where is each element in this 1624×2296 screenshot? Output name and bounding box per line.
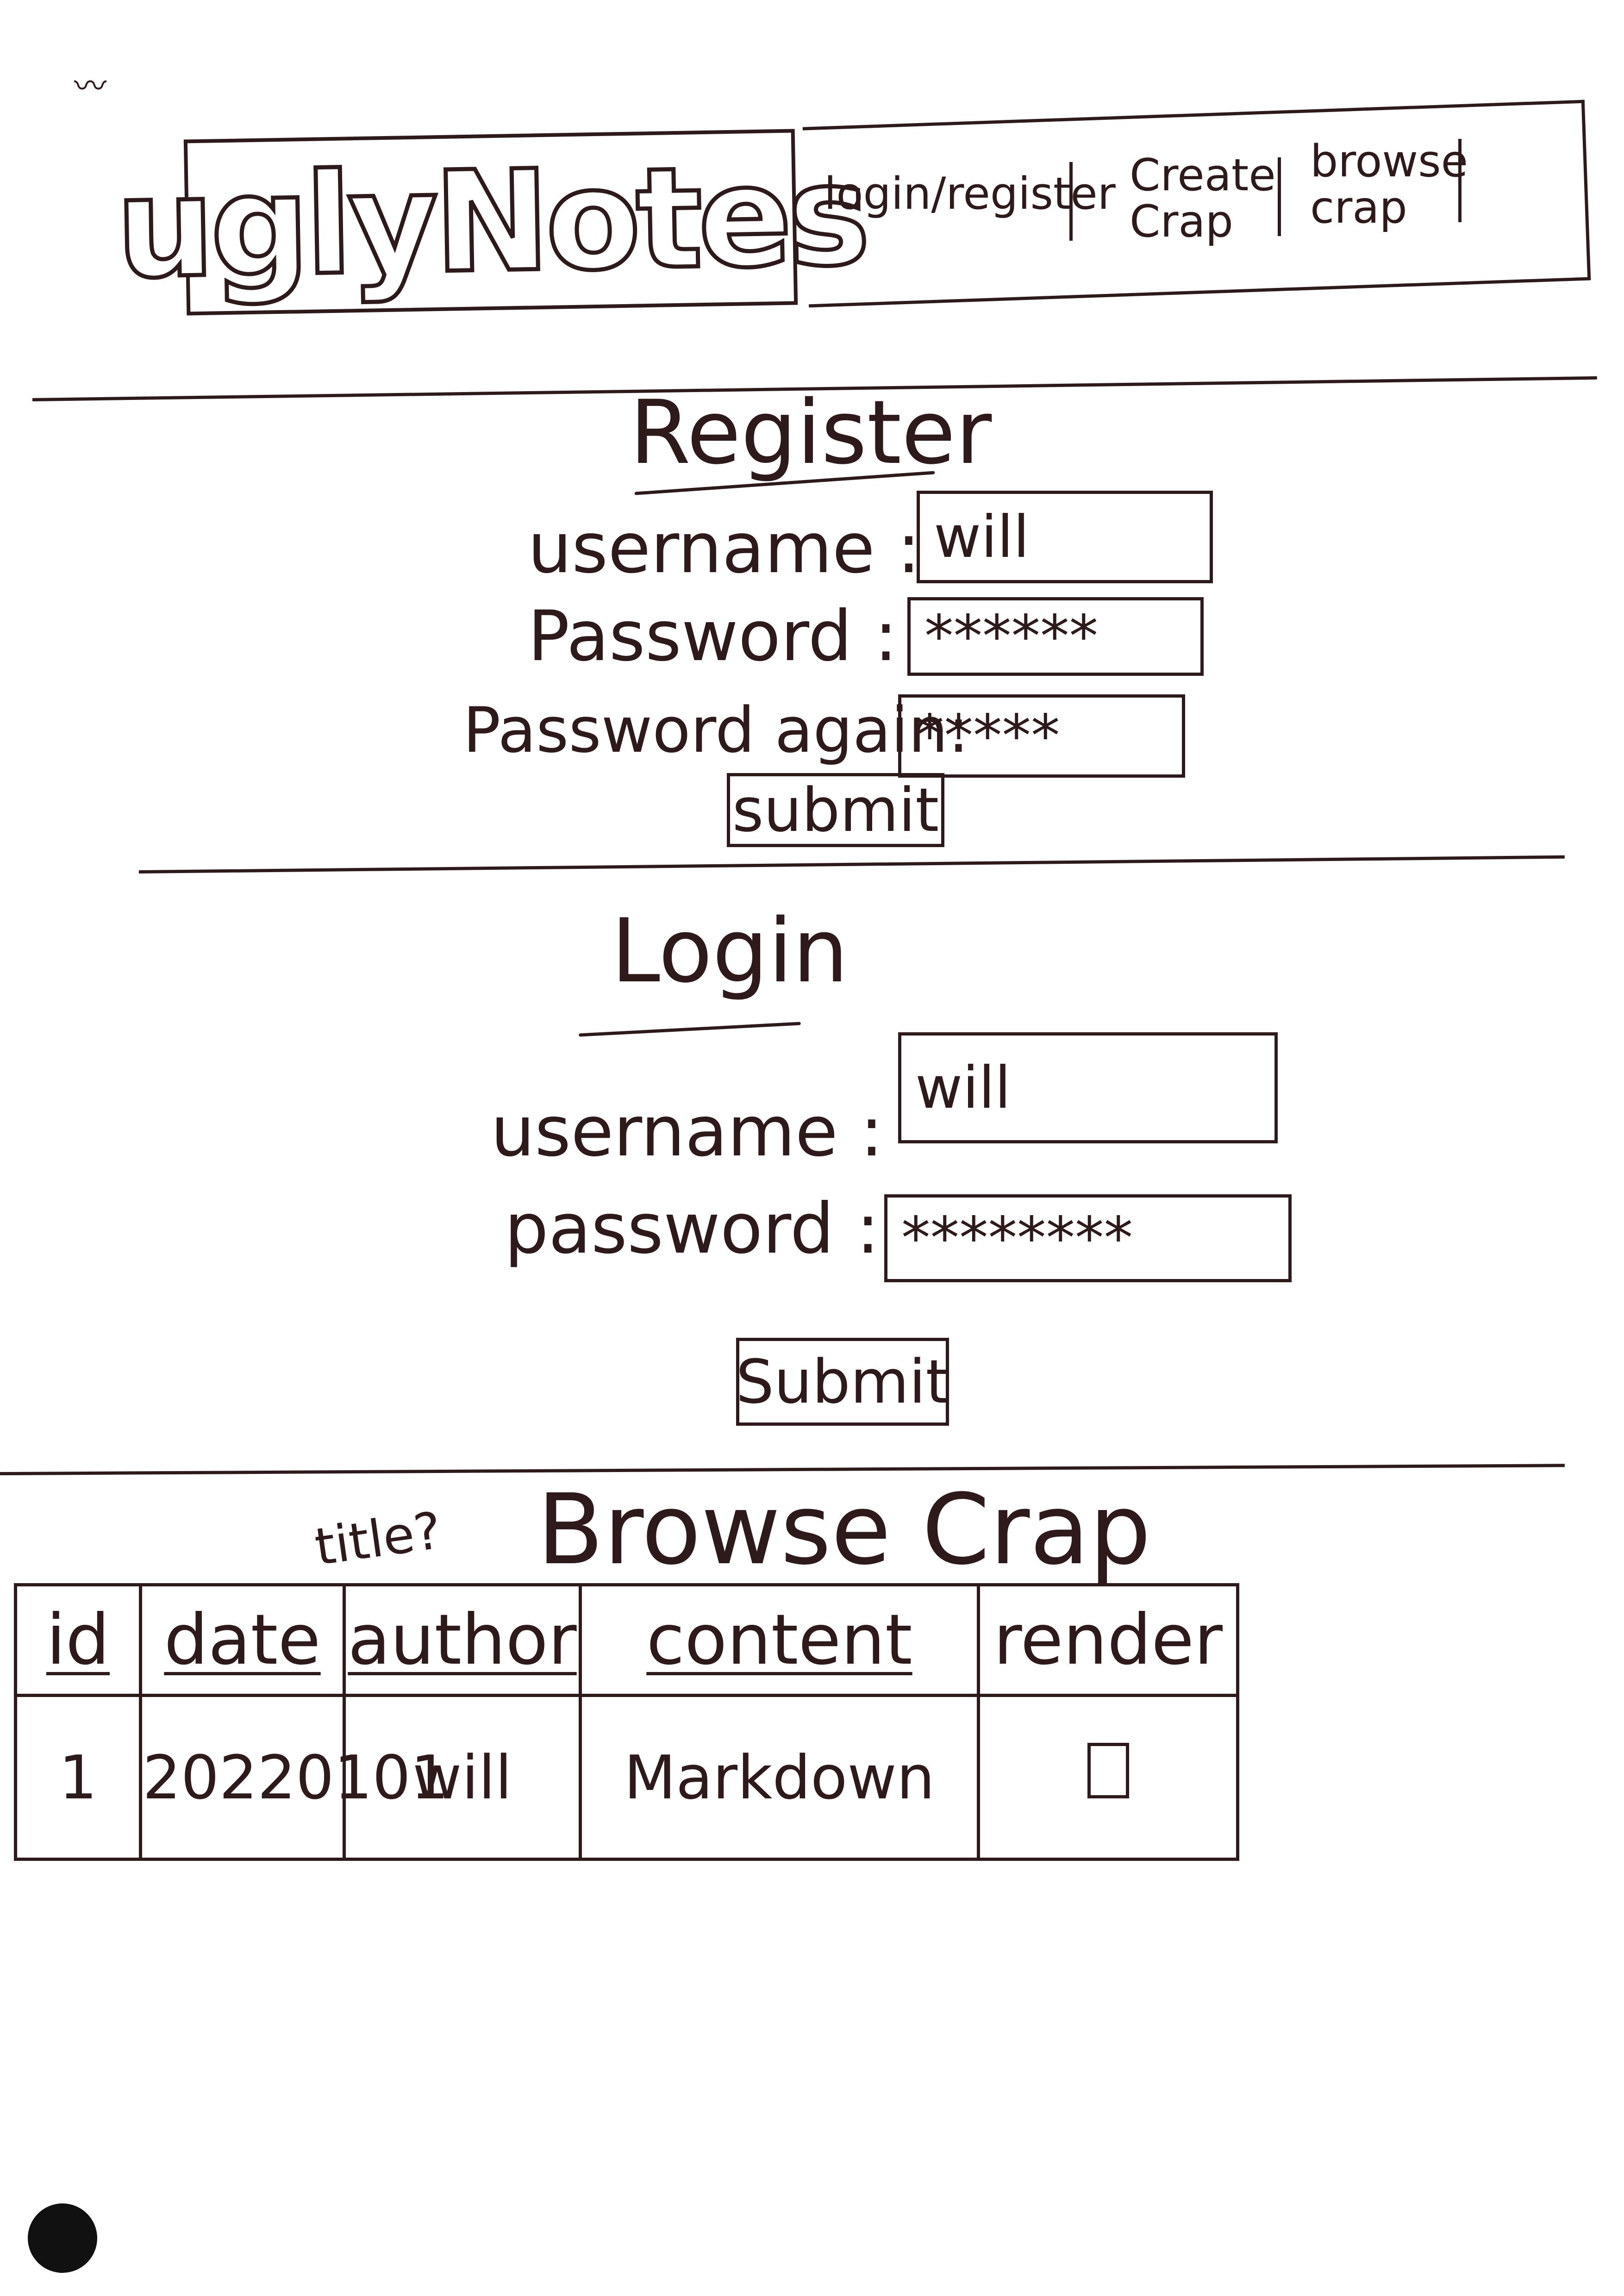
nav-login-register[interactable]: login/register: [824, 168, 1116, 219]
nav-create-crap[interactable]: Create Crap: [1130, 150, 1276, 247]
register-password-label: Password :: [528, 596, 898, 677]
register-password-again-input[interactable]: *****: [898, 694, 1185, 778]
notes-table: id date author content render 1 20220101…: [14, 1583, 1239, 1861]
register-password-again-label: Password again:: [463, 694, 969, 767]
login-submit-button[interactable]: Submit: [736, 1338, 949, 1426]
column-header-render: render: [977, 1583, 1239, 1697]
login-password-input[interactable]: ********: [884, 1194, 1292, 1282]
login-password-label: password :: [504, 1189, 880, 1269]
cell-content: Markdown: [579, 1694, 980, 1861]
ink-blot: [28, 2203, 97, 2273]
logo[interactable]: uglyNotes: [112, 129, 869, 316]
nav-separator: [1069, 162, 1073, 241]
divider: [138, 855, 1565, 873]
column-header-id: id: [14, 1583, 142, 1697]
column-header-author: author: [343, 1583, 582, 1697]
table-header-row: id date author content render: [14, 1583, 1239, 1697]
column-header-date: date: [139, 1583, 346, 1697]
register-password-input[interactable]: ******: [907, 597, 1204, 676]
cell-render: [977, 1694, 1239, 1861]
cell-author: will: [343, 1694, 582, 1861]
nav-separator: [1278, 157, 1281, 236]
nav-browse-crap[interactable]: browse crap: [1310, 136, 1468, 233]
register-username-label: username :: [528, 508, 921, 589]
table-row[interactable]: 1 20220101 will Markdown: [14, 1694, 1239, 1861]
title-annotation: title?: [311, 1500, 445, 1577]
nav-separator: [1458, 139, 1462, 222]
browse-title: Browse Crap: [537, 1473, 1151, 1586]
login-username-input[interactable]: will: [898, 1032, 1278, 1143]
title-underline: [579, 1022, 801, 1037]
register-submit-button[interactable]: submit: [727, 773, 944, 847]
cell-id: 1: [14, 1694, 142, 1861]
register-title: Register: [630, 381, 992, 484]
cell-date: 20220101: [139, 1694, 449, 1861]
login-title: Login: [611, 900, 849, 1002]
render-checkbox[interactable]: [1087, 1742, 1129, 1798]
column-header-content: content: [579, 1583, 980, 1697]
register-username-input[interactable]: will: [917, 491, 1213, 583]
login-username-label: username :: [491, 1092, 884, 1172]
logo-text: uglyNotes: [112, 132, 869, 311]
scribble-mark: 〰: [74, 67, 106, 105]
